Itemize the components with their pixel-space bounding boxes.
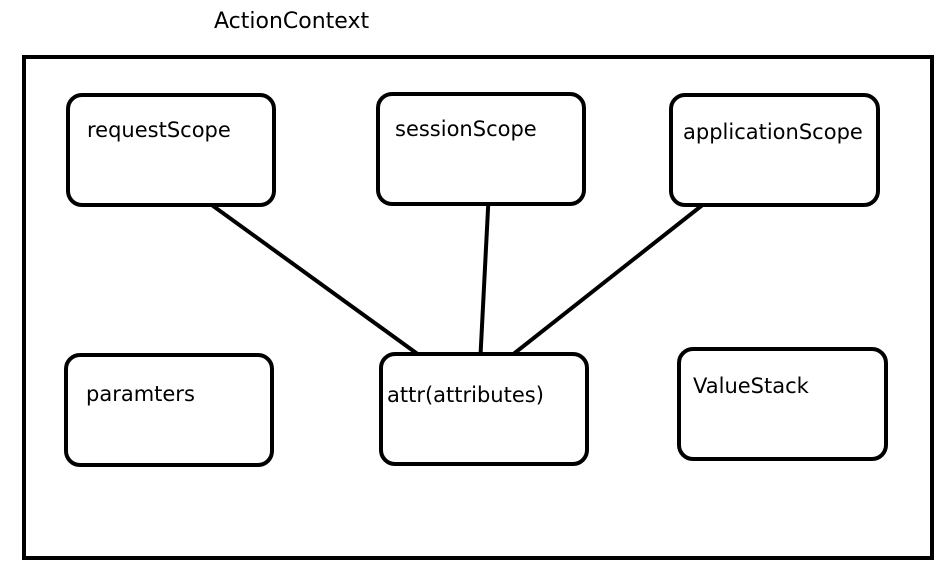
action-context-frame bbox=[22, 55, 934, 560]
node-value-stack: ValueStack bbox=[677, 347, 888, 461]
node-application-scope: applicationScope bbox=[669, 93, 880, 207]
node-label: sessionScope bbox=[395, 117, 537, 141]
node-label: attr(attributes) bbox=[387, 383, 544, 407]
node-attributes: attr(attributes) bbox=[379, 352, 589, 466]
node-parameters: paramters bbox=[64, 353, 274, 467]
diagram-title: ActionContext bbox=[214, 9, 370, 34]
node-request-scope: requestScope bbox=[66, 93, 276, 207]
node-label: requestScope bbox=[87, 118, 231, 142]
node-label: ValueStack bbox=[693, 374, 809, 398]
node-label: paramters bbox=[86, 382, 195, 406]
node-session-scope: sessionScope bbox=[376, 92, 586, 206]
node-label: applicationScope bbox=[683, 120, 863, 144]
